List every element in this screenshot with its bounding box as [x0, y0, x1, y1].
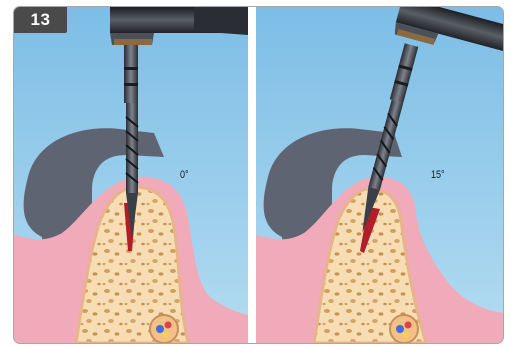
panel-drill-15-degrees: 15°: [256, 7, 503, 343]
panel-left-drawing: [14, 7, 248, 343]
angle-label: 15°: [431, 169, 445, 181]
figure-number-badge: 13: [14, 7, 67, 33]
panel-drill-0-degrees: 0°: [14, 7, 248, 343]
angle-label: 0°: [180, 169, 189, 181]
panel-right-drawing: [256, 7, 503, 343]
figure-frame: 0°: [13, 6, 504, 344]
panel-divider: [248, 7, 256, 343]
